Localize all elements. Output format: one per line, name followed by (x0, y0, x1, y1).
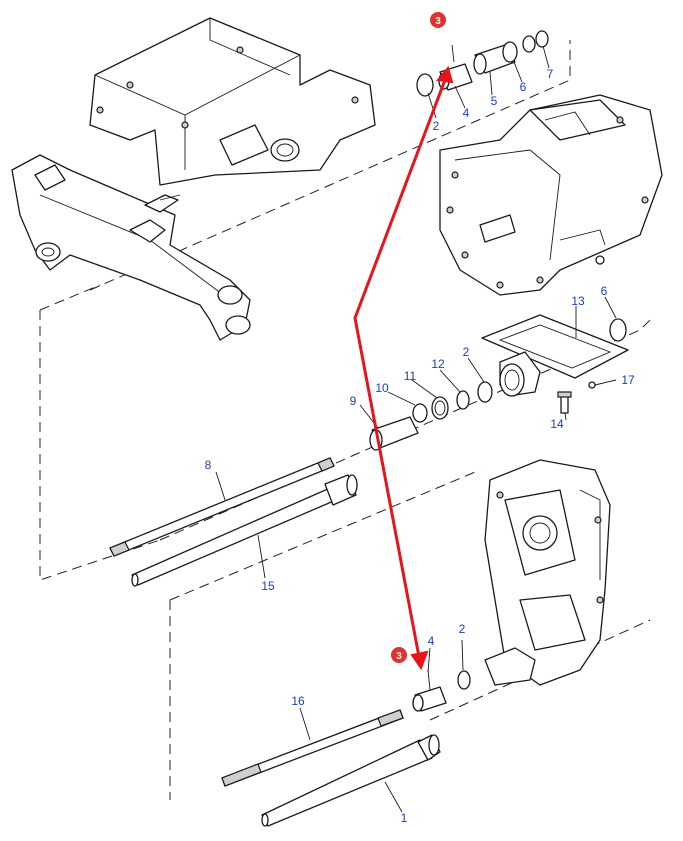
badge-3-bottom-text: 3 (396, 651, 402, 662)
callout-6-mid: 6 (601, 284, 608, 298)
callout-7: 7 (547, 67, 554, 81)
middle-coupling-parts (369, 318, 627, 451)
callout-11: 11 (404, 369, 417, 383)
bolt-and-plug (557, 381, 596, 414)
callout-9: 9 (350, 394, 357, 408)
callout-6-top: 6 (520, 80, 527, 94)
lower-coupling-parts (412, 669, 471, 712)
badge-3-bottom: 3 (391, 647, 407, 663)
callout-5: 5 (491, 94, 498, 108)
rear-housing (484, 459, 611, 686)
callout-4-bottom: 4 (428, 634, 435, 648)
lift-housing (89, 17, 376, 186)
callout-2-mid: 2 (463, 345, 470, 359)
callout-16: 16 (291, 694, 305, 708)
badge-3-top-text: 3 (435, 16, 441, 27)
cover-plate (481, 314, 629, 397)
callout-labels: 2 4 5 6 7 13 6 2 12 11 10 9 14 17 8 15 1… (205, 67, 635, 825)
callout-17: 17 (621, 373, 635, 387)
gearbox-housing (439, 94, 663, 296)
callout-1: 1 (401, 811, 408, 825)
callout-8: 8 (205, 458, 212, 472)
shaft-16 (221, 709, 404, 787)
callout-13: 13 (571, 294, 585, 308)
callout-12: 12 (431, 357, 445, 371)
callout-15: 15 (261, 579, 275, 593)
upper-coupling-parts (416, 30, 549, 97)
callout-4-top: 4 (463, 106, 470, 120)
callout-2-top: 2 (433, 119, 440, 133)
front-axle (11, 154, 251, 341)
leader-lines (215, 45, 617, 813)
callout-14: 14 (550, 417, 564, 431)
shaft-1 (261, 734, 441, 827)
shaft-15 (131, 474, 358, 587)
callout-2-bottom: 2 (459, 622, 466, 636)
callout-10: 10 (375, 381, 389, 395)
red-arrow (353, 65, 454, 671)
shaft-8 (109, 457, 335, 557)
badge-3-top: 3 (430, 12, 446, 28)
